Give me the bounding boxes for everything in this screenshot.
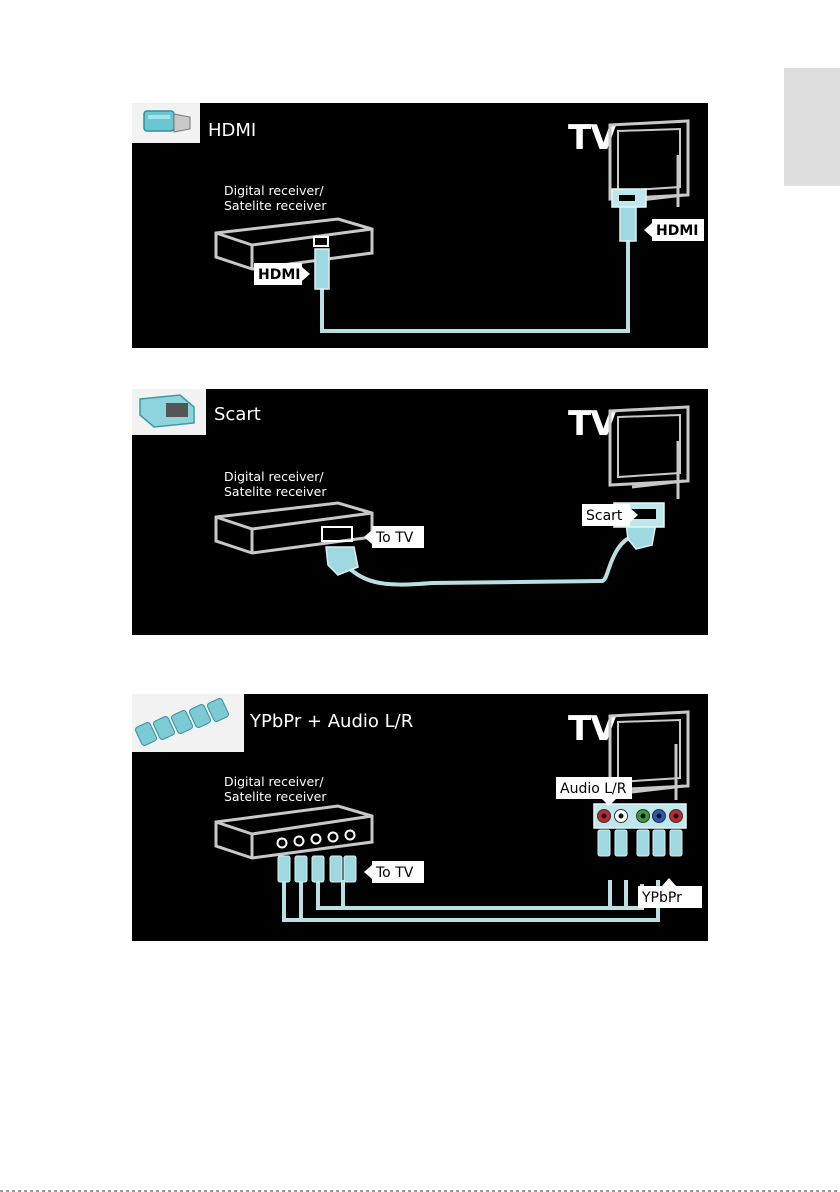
rca-plugs-tv <box>598 830 682 856</box>
tv-hdmi-port <box>612 189 646 207</box>
hdmi-panel: HDMI TV Digital receiver/ Satelite recei… <box>132 103 708 348</box>
tv-rca-jack-hole <box>674 814 679 819</box>
tv-rca-jack-hole <box>602 814 607 819</box>
device-port-label: To TV <box>375 530 414 546</box>
tv-port-label: Scart <box>586 508 623 524</box>
hdmi-diagram: HDMI TV Digital receiver/ Satelite recei… <box>132 103 708 348</box>
ypbpr-diagram: YPbPr + Audio L/R TV Digital receiver/ S… <box>132 694 708 941</box>
device-port-label-box: To TV <box>364 526 424 548</box>
hdmi-cable <box>322 223 628 331</box>
device-label-line2: Satelite receiver <box>224 198 327 213</box>
receiver-box <box>216 806 372 858</box>
device-label-line1: Digital receiver/ <box>224 774 324 789</box>
tv-port-label-box: Scart <box>582 504 638 526</box>
hdmi-connector-icon <box>132 103 200 143</box>
device-label-line2: Satelite receiver <box>224 484 327 499</box>
rca-cables <box>284 880 658 920</box>
device-port-label-box: HDMI <box>254 263 310 285</box>
panel-title: Scart <box>214 404 261 425</box>
scart-diagram: Scart TV Digital receiver/ Satelite rece… <box>132 389 708 635</box>
rca-connectors-icon <box>132 694 244 752</box>
tv-audio-label-box: Audio L/R <box>556 777 632 806</box>
device-port-label-box: To TV <box>364 861 424 883</box>
tv-port-label: HDMI <box>656 223 698 239</box>
rca-plugs-device <box>278 856 356 882</box>
tv-video-label: YPbPr <box>641 890 682 906</box>
device-port-label: To TV <box>375 865 414 881</box>
device-label-line2: Satelite receiver <box>224 789 327 804</box>
panel-title: YPbPr + Audio L/R <box>249 711 413 732</box>
tv-audio-label: Audio L/R <box>560 781 627 797</box>
receiver-hdmi-port <box>314 237 328 246</box>
device-label-line1: Digital receiver/ <box>224 183 324 198</box>
ypbpr-panel: YPbPr + Audio L/R TV Digital receiver/ S… <box>132 694 708 941</box>
tv-rca-jack-hole <box>619 814 624 819</box>
device-port-label: HDMI <box>258 267 300 283</box>
tv-rca-jack-hole <box>641 814 646 819</box>
panel-title: HDMI <box>208 120 256 141</box>
tv-port-label-box: HDMI <box>644 219 704 241</box>
scart-connector-icon <box>132 389 206 435</box>
side-tab-marker <box>784 68 840 186</box>
receiver-box <box>216 219 372 269</box>
hdmi-plug-device <box>315 249 329 289</box>
tv-icon <box>610 407 688 487</box>
scart-panel: Scart TV Digital receiver/ Satelite rece… <box>132 389 708 635</box>
tv-video-label-box: YPbPr <box>638 878 702 908</box>
tv-rca-jack-hole <box>657 814 662 819</box>
device-label-line1: Digital receiver/ <box>224 469 324 484</box>
